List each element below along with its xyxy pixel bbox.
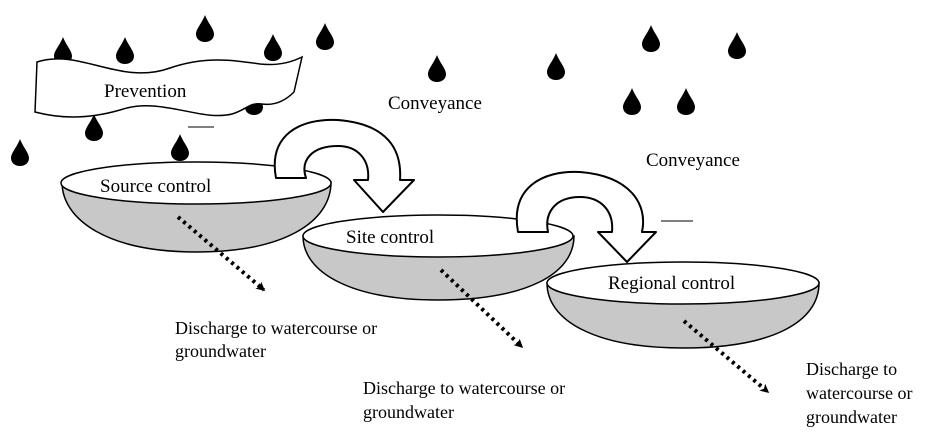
discharge-label-site: Discharge to watercourse or groundwater (363, 378, 565, 422)
raindrop-icon (677, 88, 695, 115)
raindrop-icon (171, 134, 189, 161)
discharge-text-line: groundwater (175, 341, 266, 361)
site-control-basin (302, 214, 575, 301)
discharge-label-regional: Discharge to watercourse or groundwater (806, 359, 912, 427)
prevention-banner (34, 55, 304, 118)
source-control-basin (60, 161, 332, 253)
regional-control-label: Regional control (608, 273, 735, 294)
raindrop-icon (728, 32, 746, 59)
source-control-label: Source control (100, 176, 211, 197)
dotted-arrow-icon (682, 319, 770, 394)
regional-control-basin (546, 261, 820, 349)
conveyance-label: Conveyance (388, 93, 482, 114)
discharge-text-line: groundwater (806, 407, 897, 427)
raindrop-icon (196, 15, 214, 42)
raindrop-icon (642, 25, 660, 52)
raindrop-icon (85, 114, 103, 141)
discharge-text-line: Discharge to (806, 359, 897, 379)
dotted-arrow-icon (439, 268, 524, 349)
raindrop-icon (428, 55, 446, 82)
raindrop-icon (11, 139, 29, 166)
curved-arrow-icon (515, 170, 657, 263)
raindrop-icon (547, 53, 565, 80)
curved-arrow-icon (273, 118, 415, 213)
conveyance-label: Conveyance (646, 150, 740, 171)
discharge-label-source: Discharge to watercourse or groundwater (175, 318, 377, 361)
raindrop-icon (623, 88, 641, 115)
site-control-label: Site control (346, 227, 434, 248)
raindrop-icon (116, 37, 134, 64)
discharge-text-line: groundwater (363, 402, 454, 422)
dotted-arrow-icon (176, 215, 266, 292)
discharge-text-line: Discharge to watercourse or (175, 318, 377, 338)
discharge-text-line: watercourse or (806, 383, 912, 403)
raindrop-icon (264, 34, 282, 61)
raindrop-icon (316, 23, 334, 50)
prevention-label: Prevention (104, 81, 187, 102)
discharge-text-line: Discharge to watercourse or (363, 378, 565, 398)
